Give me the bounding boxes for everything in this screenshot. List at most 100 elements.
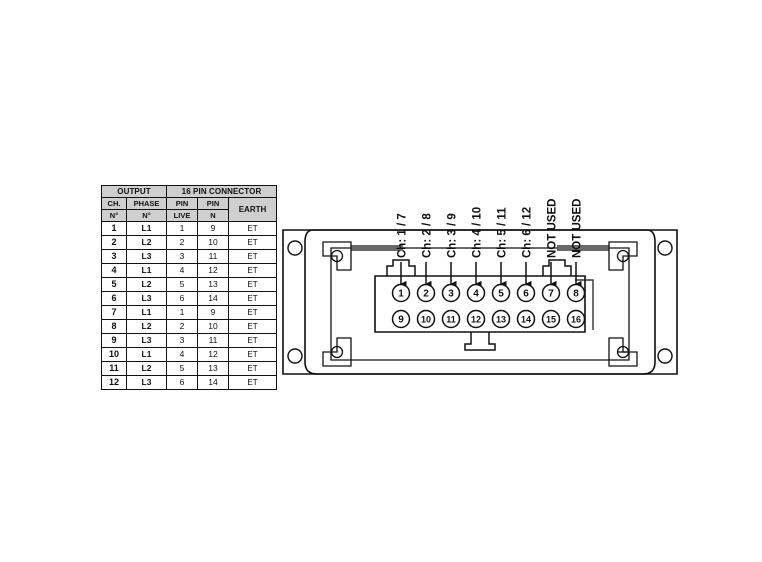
pin-circle bbox=[466, 283, 486, 303]
cell-phase: L3 bbox=[126, 291, 167, 306]
cell-channel: 8 bbox=[101, 319, 127, 334]
cell-phase: L2 bbox=[126, 361, 167, 376]
pin-circle bbox=[391, 309, 411, 329]
mounting-tab-bottom-left bbox=[322, 337, 352, 367]
column-subheader-3: N bbox=[197, 209, 229, 222]
pin-bottom-14: 14 bbox=[516, 309, 536, 329]
cell-pin-live: 5 bbox=[166, 361, 198, 376]
mounting-tab-top-right bbox=[608, 241, 638, 271]
cell-pin-neutral: 10 bbox=[197, 235, 229, 250]
pin-number: 4 bbox=[473, 289, 479, 300]
cell-earth: ET bbox=[228, 291, 277, 306]
cell-earth: ET bbox=[228, 361, 277, 376]
keying-tab bbox=[464, 332, 496, 351]
cell-channel: 1 bbox=[101, 221, 127, 236]
cell-pin-live: 2 bbox=[166, 319, 198, 334]
pin-number: 5 bbox=[498, 289, 504, 300]
cell-channel: 9 bbox=[101, 333, 127, 348]
connector-callout-label: NOT USED bbox=[572, 199, 584, 258]
cell-phase: L1 bbox=[126, 221, 167, 236]
cell-pin-live: 2 bbox=[166, 235, 198, 250]
connector-callout-label: Ch: 4 / 10 bbox=[472, 207, 484, 258]
pin-circle bbox=[491, 309, 511, 329]
column-subheader-2: LIVE bbox=[166, 209, 198, 222]
column-header-phase: PHASE bbox=[126, 197, 167, 210]
pin-circle bbox=[516, 283, 536, 303]
cell-phase: L2 bbox=[126, 277, 167, 292]
cell-pin-neutral: 14 bbox=[197, 375, 229, 390]
recessed-panel bbox=[330, 247, 630, 361]
cell-phase: L1 bbox=[126, 305, 167, 320]
ground-run-right bbox=[557, 245, 609, 251]
pin-circle bbox=[391, 283, 411, 303]
column-header-pin: PIN bbox=[166, 197, 198, 210]
cell-pin-neutral: 12 bbox=[197, 347, 229, 362]
ground-run-left bbox=[351, 245, 403, 251]
pin-number: 7 bbox=[548, 289, 554, 300]
pin-circle bbox=[466, 309, 486, 329]
jumper-bridge-pin1-pin2 bbox=[386, 259, 416, 276]
pin-number: 10 bbox=[421, 315, 431, 325]
pin-number: 12 bbox=[471, 315, 481, 325]
pin-circle bbox=[541, 309, 561, 329]
pin-bottom-16: 16 bbox=[566, 309, 586, 329]
tab-screw-top-left bbox=[330, 249, 344, 263]
column-subheader-1: N° bbox=[126, 209, 167, 222]
cell-phase: L2 bbox=[126, 319, 167, 334]
pin-number: 16 bbox=[571, 315, 581, 325]
cell-pin-neutral: 11 bbox=[197, 333, 229, 348]
pin-top-4: 4 bbox=[466, 283, 486, 303]
cell-pin-neutral: 12 bbox=[197, 263, 229, 278]
column-header-earth: EARTH bbox=[228, 197, 277, 222]
pin-top-8: 8 bbox=[566, 283, 586, 303]
pin-top-6: 6 bbox=[516, 283, 536, 303]
cell-channel: 7 bbox=[101, 305, 127, 320]
pin-circle bbox=[566, 309, 586, 329]
pin-bottom-9: 9 bbox=[391, 309, 411, 329]
cell-phase: L3 bbox=[126, 375, 167, 390]
pin-bottom-15: 15 bbox=[541, 309, 561, 329]
cell-pin-neutral: 13 bbox=[197, 277, 229, 292]
cell-pin-live: 1 bbox=[166, 221, 198, 236]
pin-number: 15 bbox=[546, 315, 556, 325]
cell-earth: ET bbox=[228, 277, 277, 292]
tab-screw-bottom-left bbox=[330, 345, 344, 359]
cell-earth: ET bbox=[228, 249, 277, 264]
pin-top-2: 2 bbox=[416, 283, 436, 303]
flange-hole-bottom-left bbox=[287, 348, 303, 364]
cell-pin-live: 5 bbox=[166, 277, 198, 292]
cell-earth: ET bbox=[228, 333, 277, 348]
pin-bottom-11: 11 bbox=[441, 309, 461, 329]
cell-pin-neutral: 14 bbox=[197, 291, 229, 306]
cell-earth: ET bbox=[228, 263, 277, 278]
cell-pin-neutral: 11 bbox=[197, 249, 229, 264]
flange-hole-top-right bbox=[657, 240, 673, 256]
column-header-pin: PIN bbox=[197, 197, 229, 210]
cell-pin-neutral: 9 bbox=[197, 221, 229, 236]
pin-top-5: 5 bbox=[491, 283, 511, 303]
pin-top-3: 3 bbox=[441, 283, 461, 303]
cell-earth: ET bbox=[228, 347, 277, 362]
cell-pin-live: 4 bbox=[166, 347, 198, 362]
pin-number: 11 bbox=[446, 315, 456, 325]
column-subheader-0: N° bbox=[101, 209, 127, 222]
pin-number: 1 bbox=[398, 289, 404, 300]
connector-callout-label: Ch: 3 / 9 bbox=[447, 213, 459, 258]
pin-circle bbox=[516, 309, 536, 329]
cell-phase: L1 bbox=[126, 263, 167, 278]
cell-phase: L3 bbox=[126, 249, 167, 264]
